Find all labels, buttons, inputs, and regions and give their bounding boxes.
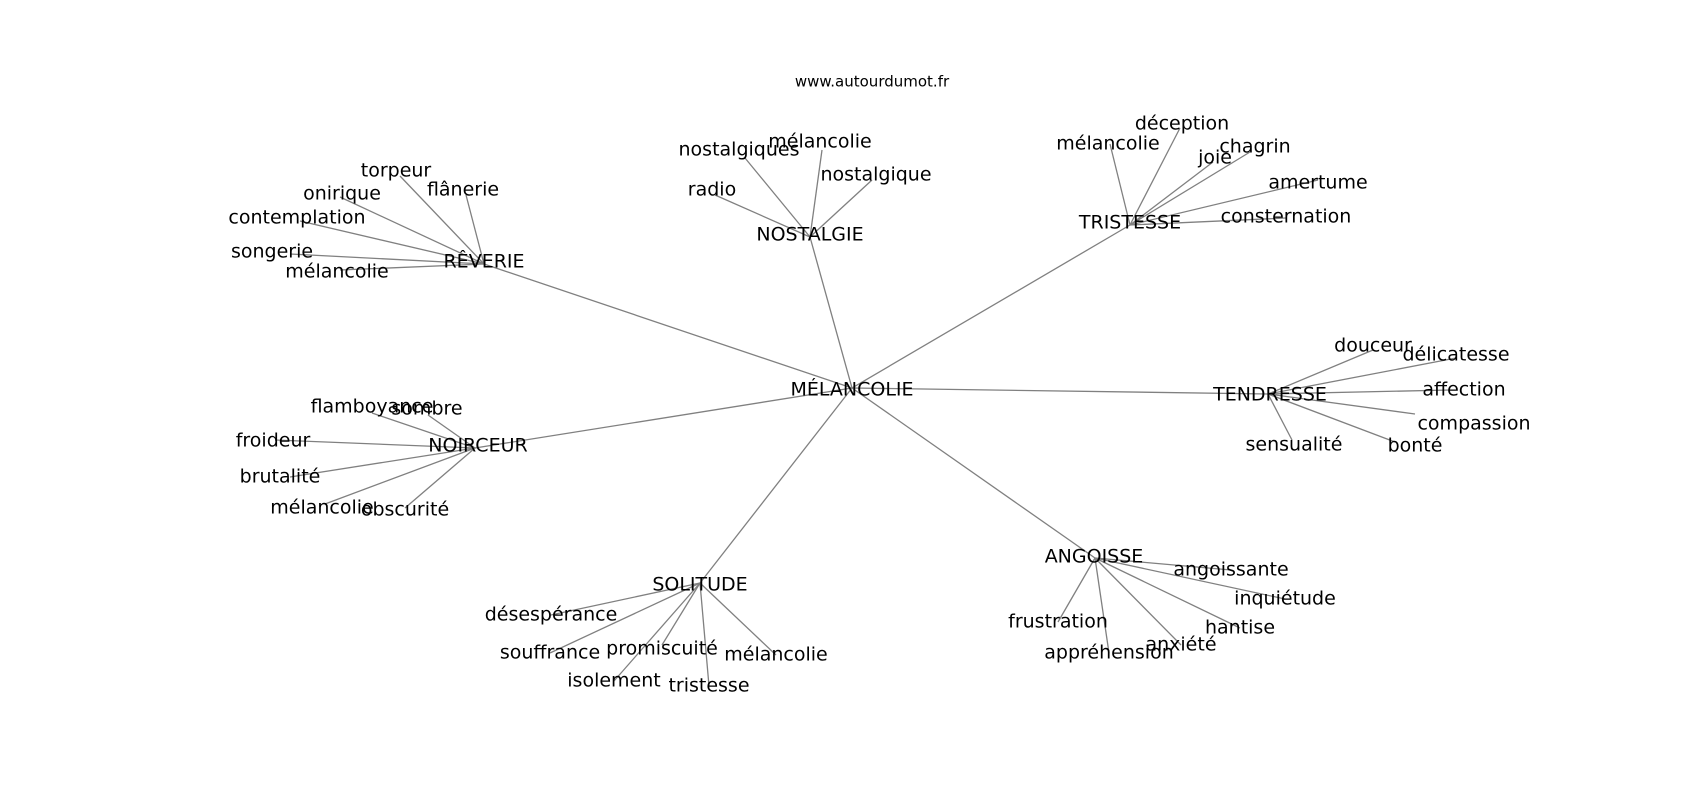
leaf-word-noirceur[interactable]: mélancolie — [270, 497, 373, 519]
leaf-word-angoisse[interactable]: angoissante — [1173, 559, 1288, 581]
edge-angoisse-3 — [1094, 557, 1182, 646]
edge-nostalgie-2 — [809, 179, 873, 238]
leaf-word-reverie[interactable]: songerie — [231, 241, 313, 263]
edge-reverie-4 — [289, 253, 485, 265]
edge-center-tendresse — [851, 387, 1269, 395]
leaf-word-tendresse[interactable]: douceur — [1334, 335, 1412, 357]
leaf-word-reverie[interactable]: onirique — [303, 183, 381, 205]
edge-solitude-4 — [699, 582, 710, 687]
leaf-word-noirceur[interactable]: brutalité — [240, 466, 321, 488]
leaf-word-solitude[interactable]: tristesse — [668, 675, 749, 697]
source-url[interactable]: www.autourdumot.fr — [795, 73, 950, 91]
edge-center-solitude — [699, 387, 853, 584]
edge-noirceur-3 — [289, 447, 476, 478]
edge-angoisse-5 — [1057, 557, 1096, 623]
leaf-word-tristesse[interactable]: consternation — [1221, 206, 1352, 228]
leaf-word-angoisse[interactable]: hantise — [1205, 617, 1275, 639]
leaf-word-tendresse[interactable]: délicatesse — [1402, 344, 1509, 366]
edge-center-reverie — [483, 263, 853, 389]
edge-tendresse-0 — [1267, 349, 1374, 395]
leaf-word-solitude[interactable]: souffrance — [500, 642, 600, 664]
leaf-word-tristesse[interactable]: déception — [1135, 113, 1229, 135]
hub-solitude[interactable]: SOLITUDE — [652, 574, 747, 596]
edge-reverie-5 — [339, 263, 485, 271]
edge-tendresse-2 — [1267, 389, 1451, 395]
edge-tristesse-3 — [1129, 151, 1251, 226]
leaf-word-tristesse[interactable]: amertume — [1268, 172, 1367, 194]
leaf-word-angoisse[interactable]: frustration — [1008, 611, 1108, 633]
leaf-word-solitude[interactable]: mélancolie — [724, 644, 827, 666]
leaf-word-tendresse[interactable]: bonté — [1388, 435, 1443, 457]
edge-solitude-2 — [661, 582, 701, 646]
hub-noirceur[interactable]: NOIRCEUR — [428, 435, 527, 457]
edge-angoisse-0 — [1094, 557, 1232, 571]
leaf-word-angoisse[interactable]: anxiété — [1145, 634, 1216, 656]
edge-noirceur-4 — [324, 447, 476, 505]
edge-solitude-5 — [699, 582, 777, 656]
edge-solitude-0 — [550, 582, 701, 616]
edge-tristesse-2 — [1129, 161, 1214, 226]
edge-noirceur-0 — [371, 412, 476, 449]
leaf-word-tristesse[interactable]: joie — [1197, 147, 1232, 169]
edge-reverie-1 — [465, 194, 485, 265]
leaf-word-nostalgie[interactable]: radio — [688, 179, 736, 201]
edge-tendresse-3 — [1267, 393, 1416, 415]
edge-nostalgie-1 — [809, 149, 823, 238]
hub-reverie[interactable]: RÊVERIE — [443, 250, 524, 273]
leaf-word-angoisse[interactable]: inquiétude — [1234, 588, 1336, 610]
edge-reverie-3 — [299, 220, 485, 265]
edge-tristesse-5 — [1129, 217, 1287, 226]
edge-center-nostalgie — [809, 236, 853, 389]
hub-nostalgie[interactable]: NOSTALGIE — [756, 224, 863, 246]
leaf-word-noirceur[interactable]: obscurité — [361, 499, 449, 521]
leaf-word-reverie[interactable]: contemplation — [228, 207, 365, 229]
leaf-word-noirceur[interactable]: flamboyance — [311, 396, 434, 418]
leaf-word-angoisse[interactable]: appréhension — [1044, 642, 1173, 664]
leaf-word-solitude[interactable]: désespérance — [485, 604, 618, 626]
hub-angoisse[interactable]: ANGOISSE — [1045, 546, 1144, 568]
leaf-word-reverie[interactable]: flânerie — [427, 179, 499, 201]
edge-solitude-1 — [549, 582, 701, 654]
leaf-word-noirceur[interactable]: froideur — [236, 430, 311, 452]
edge-angoisse-1 — [1094, 557, 1286, 600]
hub-tristesse[interactable]: TRISTESSE — [1078, 212, 1181, 234]
leaf-word-noirceur[interactable]: sombre — [391, 398, 462, 420]
edge-noirceur-5 — [404, 447, 476, 509]
edge-tendresse-5 — [1267, 393, 1293, 441]
leaf-word-nostalgie[interactable]: nostalgiques — [679, 139, 800, 161]
edge-noirceur-2 — [274, 439, 476, 449]
edge-reverie-2 — [339, 196, 485, 265]
leaf-word-tristesse[interactable]: mélancolie — [1056, 133, 1159, 155]
leaf-word-tendresse[interactable]: sensualité — [1246, 434, 1343, 456]
edge-noirceur-1 — [427, 414, 476, 449]
leaf-word-nostalgie[interactable]: nostalgique — [820, 164, 931, 186]
leaf-word-tendresse[interactable]: affection — [1422, 379, 1505, 401]
edge-tristesse-0 — [1129, 127, 1181, 226]
leaf-word-nostalgie[interactable]: mélancolie — [768, 131, 871, 153]
leaf-word-solitude[interactable]: promiscuité — [606, 638, 718, 660]
edge-nostalgie-0 — [744, 157, 811, 238]
leaf-word-tendresse[interactable]: compassion — [1417, 413, 1530, 435]
edge-angoisse-2 — [1094, 557, 1241, 629]
edge-center-noirceur — [474, 387, 853, 449]
edge-center-angoisse — [851, 387, 1096, 559]
edge-nostalgie-3 — [714, 194, 811, 238]
edge-angoisse-4 — [1094, 557, 1110, 654]
edge-reverie-0 — [399, 175, 485, 265]
edge-center-tristesse — [851, 224, 1131, 389]
hub-tendresse[interactable]: TENDRESSE — [1212, 384, 1327, 406]
edge-solitude-3 — [613, 582, 701, 682]
leaf-word-tristesse[interactable]: chagrin — [1219, 136, 1290, 158]
center-word: MÉLANCOLIE — [790, 378, 913, 401]
leaf-word-solitude[interactable]: isolement — [567, 670, 660, 692]
edge-tendresse-1 — [1267, 357, 1457, 395]
leaf-word-reverie[interactable]: torpeur — [361, 160, 432, 182]
edge-tristesse-1 — [1109, 143, 1131, 226]
leaf-word-reverie[interactable]: mélancolie — [285, 261, 388, 283]
edge-tristesse-4 — [1129, 179, 1319, 226]
edge-tendresse-4 — [1267, 393, 1396, 443]
